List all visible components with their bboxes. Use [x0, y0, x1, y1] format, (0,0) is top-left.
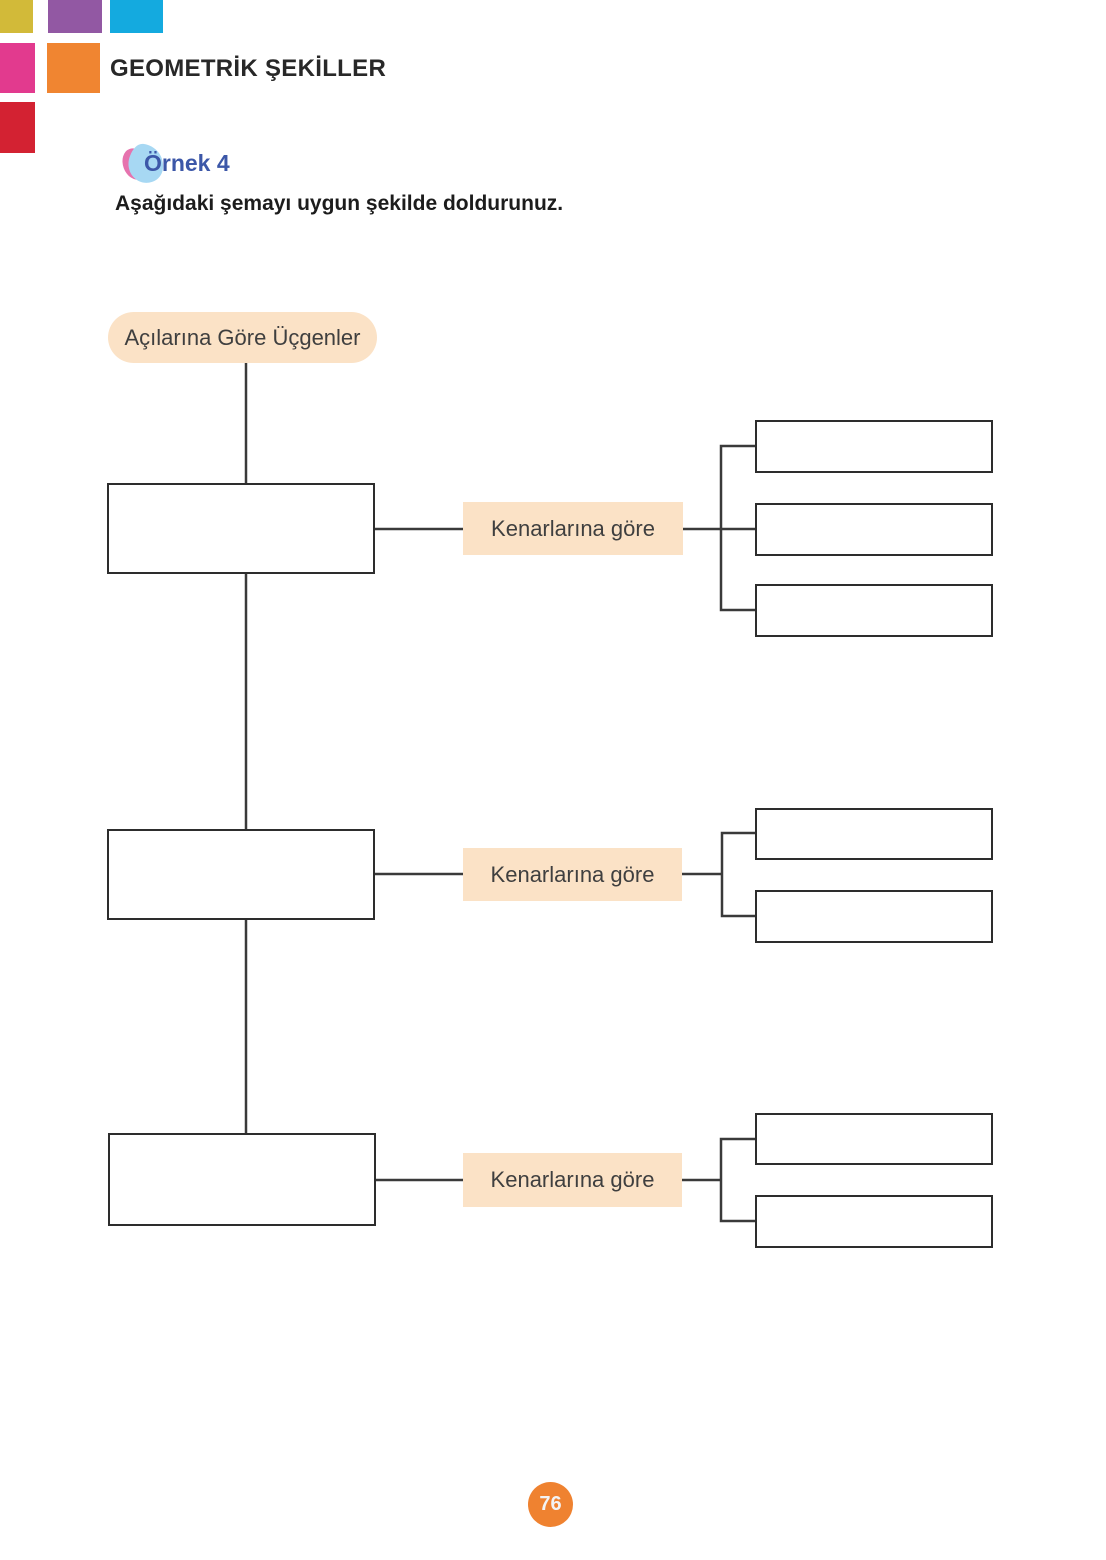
deco-square-cyan — [110, 0, 163, 33]
example-label: Örnek 4 — [144, 149, 230, 176]
bracket-line — [719, 1137, 755, 1223]
side-label-2: Kenarlarına göre — [463, 848, 682, 901]
blob-blue-shape — [128, 143, 164, 183]
example-heading: Örnek 4 — [120, 138, 230, 188]
root-node-acilarina-gore-ucgenler: Açılarına Göre Üçgenler — [108, 312, 377, 363]
deco-square-red — [0, 102, 35, 153]
right-blank-box-1a — [755, 420, 993, 473]
group3-connectors — [376, 1137, 755, 1223]
side-label-1: Kenarlarına göre — [463, 502, 683, 555]
deco-square-pink — [0, 43, 35, 93]
chapter-title: GEOMETRİK ŞEKİLLER — [110, 55, 387, 82]
instruction-text: Aşağıdaki şemayı uygun şekilde doldurunu… — [115, 192, 564, 215]
bracket-line — [719, 444, 755, 612]
deco-square-yellow — [0, 0, 33, 33]
deco-square-purple — [48, 0, 102, 33]
right-blank-box-1c — [755, 584, 993, 637]
group2-connectors — [375, 831, 755, 918]
left-blank-box-3 — [108, 1133, 376, 1226]
left-blank-box-1 — [107, 483, 375, 574]
bracket-line — [720, 831, 755, 918]
group1-connectors — [375, 444, 755, 612]
right-blank-box-2a — [755, 808, 993, 860]
deco-square-orange — [47, 43, 100, 93]
left-blank-box-2 — [107, 829, 375, 920]
page-number: 76 — [539, 1493, 562, 1515]
page-number-badge: 76 — [528, 1482, 573, 1527]
right-blank-box-1b — [755, 503, 993, 556]
side-label-3: Kenarlarına göre — [463, 1153, 682, 1207]
example-blob-icon — [122, 143, 164, 183]
right-blank-box-2b — [755, 890, 993, 943]
right-blank-box-3a — [755, 1113, 993, 1165]
right-blank-box-3b — [755, 1195, 993, 1248]
